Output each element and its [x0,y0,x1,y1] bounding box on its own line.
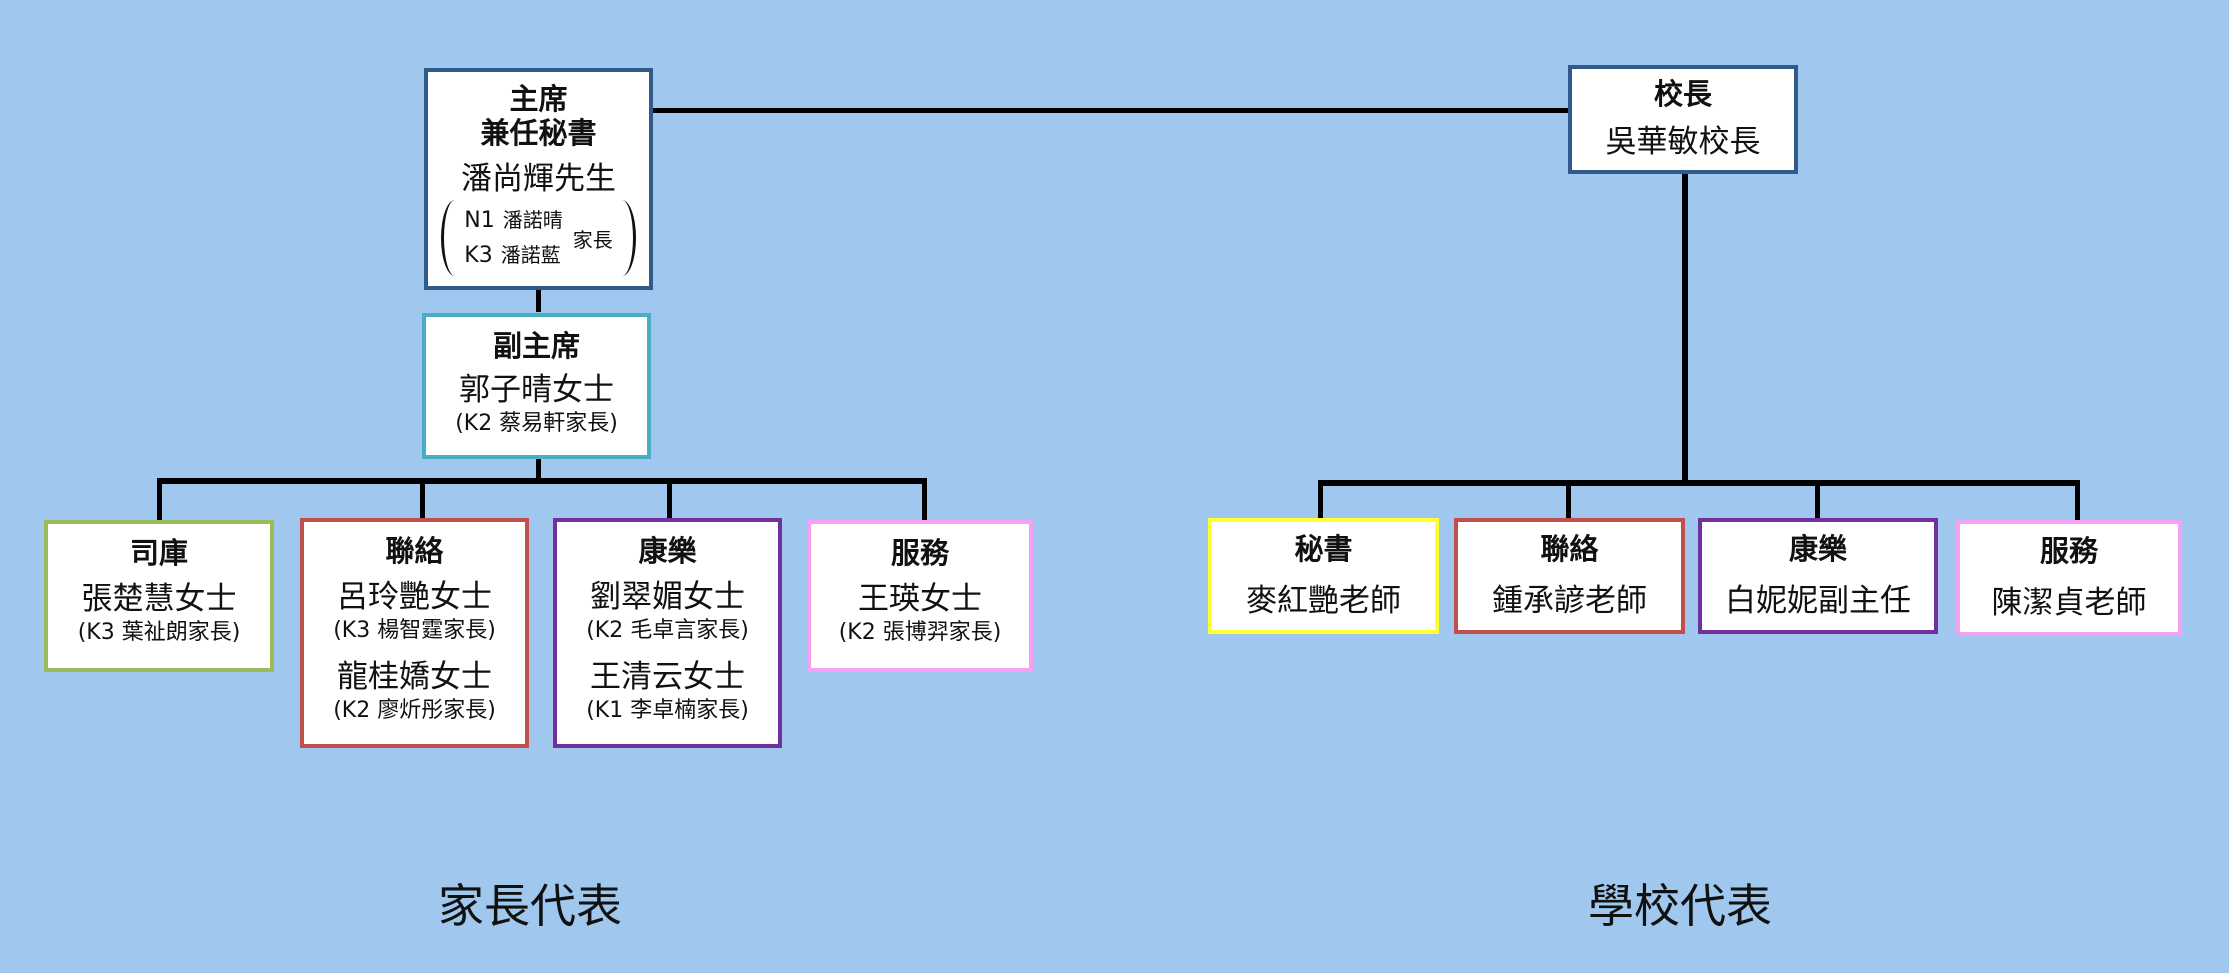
chairman-name: 潘尚輝先生 [461,161,616,197]
member-name: 龍桂嬌女士 [337,659,492,695]
chairman-child-1: N1 潘諾晴 [464,203,562,238]
parent-dept-service: 服務 王瑛女士 (K2 張博羿家長) [807,520,1033,672]
chairman-children-list: N1 潘諾晴 K3 潘諾藍 [464,200,562,276]
vice-chairman-note: (K2 蔡易軒家長) [455,411,618,436]
child-grade: N1 [464,208,495,233]
dept-title: 服務 [2039,534,2098,568]
open-paren-char: ( [449,231,455,245]
member-note: (K1 李卓楠家長) [586,698,749,723]
chairman-relation: 家長 [572,227,613,252]
child-name: 潘諾藍 [500,243,561,267]
connector-parent-dept-2 [420,480,425,520]
school-dept-secretary: 秘書 麥紅艷老師 [1208,518,1439,634]
chairman-title-line1: 主席 [509,82,568,116]
close-paren-char: ) [622,231,628,245]
member-name: 呂玲艷女士 [337,579,492,615]
connector-school-dept-4 [2075,482,2080,520]
parent-department-bus [157,478,927,484]
connector-principal-bus [1682,172,1688,484]
principal-name: 吳華敏校長 [1605,124,1761,160]
parent-representatives-label: 家長代表 [438,879,622,933]
chairman-title-line2: 兼任秘書 [480,116,597,150]
member-name: 鍾承諺老師 [1492,583,1647,619]
member-name: 麥紅艷老師 [1246,583,1401,619]
school-representatives-label: 學校代表 [1588,879,1772,933]
principal-title: 校長 [1653,77,1712,111]
parent-dept-recreation: 康樂 劉翠媚女士 (K2 毛卓言家長) 王清云女士 (K1 李卓楠家長) [553,518,782,748]
chairman-open-paren: ( [441,200,460,276]
member-name: 陳潔貞老師 [1991,585,2147,621]
parent-dept-liaison: 聯絡 呂玲艷女士 (K3 楊智霆家長) 龍桂嬌女士 (K2 廖炘彤家長) [300,518,529,748]
dept-title: 司庫 [129,536,188,570]
member-note: (K3 楊智霆家長) [333,618,496,643]
connector-school-dept-2 [1566,482,1571,520]
connector-parent-dept-4 [922,480,927,520]
connector-chair-principal [652,108,1570,113]
school-dept-recreation: 康樂 白妮妮副主任 [1698,518,1938,634]
connector-chair-vice [536,290,541,312]
vice-chairman-box: 副主席 郭子晴女士 (K2 蔡易軒家長) [422,313,651,459]
connector-vice-bus [536,458,541,482]
vice-chairman-title: 副主席 [492,329,580,363]
parent-dept-treasurer: 司庫 張楚慧女士 (K3 葉祉朗家長) [44,520,274,672]
chairman-close-paren: ) [617,200,636,276]
member-note: (K2 廖炘彤家長) [333,698,496,723]
member-name: 王瑛女士 [858,581,982,617]
principal-box: 校長 吳華敏校長 [1568,65,1798,174]
member-name: 劉翠媚女士 [590,579,745,615]
member-note: (K3 葉祉朗家長) [77,620,241,645]
dept-title: 康樂 [638,534,697,568]
member-note: (K2 毛卓言家長) [586,618,749,643]
school-department-bus [1318,480,2080,486]
chairman-relation-col: 家長 [573,200,613,276]
chairman-children: ( N1 潘諾晴 K3 潘諾藍 家長 ) [428,200,649,276]
school-dept-service: 服務 陳潔貞老師 [1956,520,2182,636]
school-dept-liaison: 聯絡 鍾承諺老師 [1454,518,1685,634]
child-grade: K3 [464,243,493,268]
dept-title: 聯絡 [385,534,444,568]
member-name: 王清云女士 [590,659,745,695]
dept-title: 秘書 [1294,532,1353,566]
dept-title: 康樂 [1788,532,1847,566]
connector-parent-dept-3 [667,480,672,520]
member-name: 白妮妮副主任 [1725,583,1911,619]
member-note: (K2 張博羿家長) [838,620,1002,645]
dept-title: 服務 [890,536,949,570]
chairman-child-2: K3 潘諾藍 [464,238,562,273]
member-name: 張楚慧女士 [81,581,237,617]
connector-parent-dept-1 [157,480,162,520]
connector-school-dept-3 [1815,482,1820,520]
vice-chairman-name: 郭子晴女士 [459,372,614,408]
child-name: 潘諾晴 [502,208,563,232]
connector-school-dept-1 [1318,482,1323,520]
chairman-box: 主席 兼任秘書 潘尚輝先生 ( N1 潘諾晴 K3 潘諾藍 家長 ) [424,68,653,290]
dept-title: 聯絡 [1540,532,1599,566]
